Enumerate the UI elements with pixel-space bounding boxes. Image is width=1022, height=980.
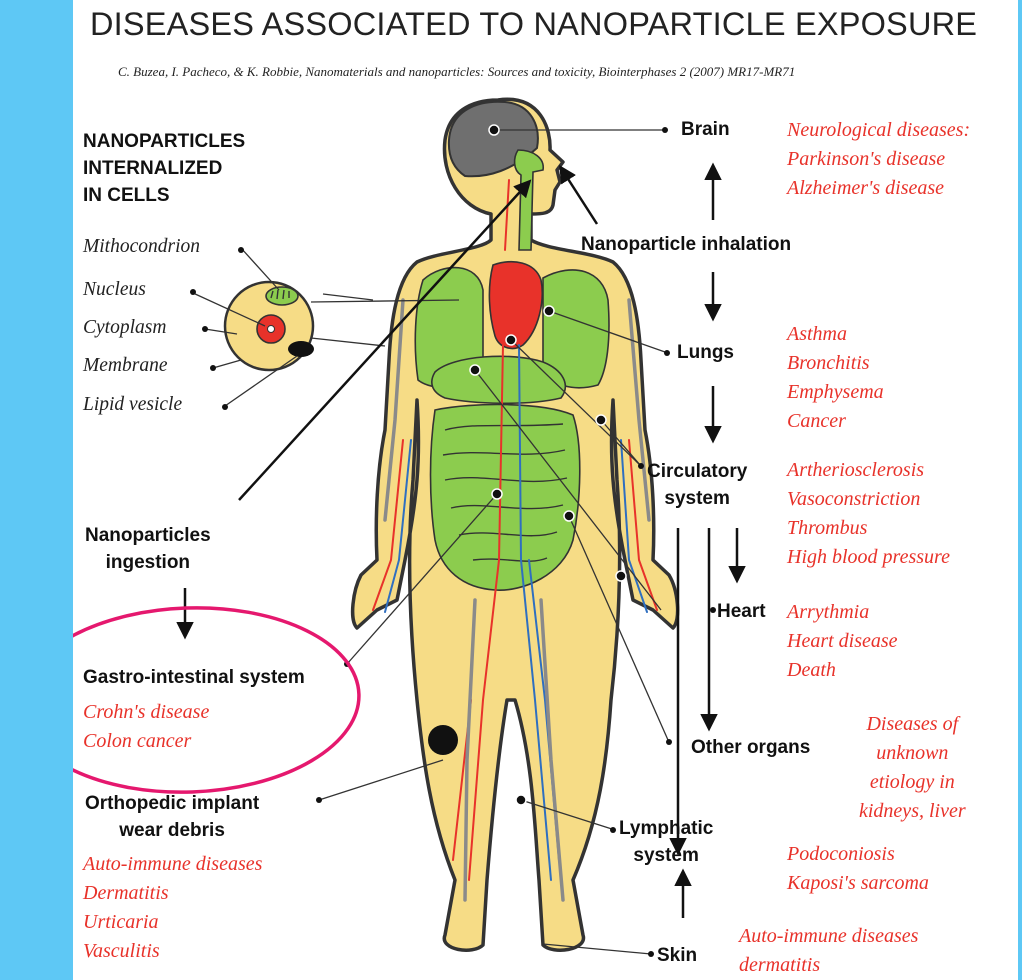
label-lymphatic: Lymphatic system <box>619 815 713 869</box>
label-ingestion: Nanoparticles ingestion <box>85 522 211 576</box>
diseases-orthopedic: Auto-immune diseases Dermatitis Urticari… <box>83 850 262 966</box>
diagram-canvas: DISEASES ASSOCIATED TO NANOPARTICLE EXPO… <box>73 0 1018 980</box>
knee-implant <box>428 725 458 755</box>
cell-part-cytoplasm: Cytoplasm <box>83 317 166 339</box>
label-other-organs: Other organs <box>691 734 810 761</box>
label-gastro-intestinal: Gastro-intestinal system <box>83 664 357 691</box>
diseases-brain: Neurological diseases: Parkinson's disea… <box>787 116 970 203</box>
intestines <box>431 405 580 591</box>
label-brain: Brain <box>681 116 730 143</box>
label-circulatory: Circulatory system <box>647 458 747 512</box>
cell-part-membrane: Membrane <box>83 355 167 377</box>
diseases-lymphatic: Podoconiosis Kaposi's sarcoma <box>787 840 929 898</box>
diseases-other-organs: Diseases of unknown etiology in kidneys,… <box>859 710 966 826</box>
cell-part-lipid-vesicle: Lipid vesicle <box>83 394 182 416</box>
label-inhalation: Nanoparticle inhalation <box>581 231 791 258</box>
cells-heading: NANOPARTICLES INTERNALIZED IN CELLS <box>83 128 245 209</box>
diseases-skin: Auto-immune diseases dermatitis <box>739 922 918 980</box>
cell-diagram <box>225 282 314 370</box>
label-orthopedic: Orthopedic implant wear debris <box>85 790 259 844</box>
cell-part-nucleus: Nucleus <box>83 279 146 301</box>
diseases-gastro-intestinal: Crohn's disease Colon cancer <box>83 698 209 756</box>
label-heart: Heart <box>717 598 766 625</box>
liver <box>432 356 565 403</box>
label-skin: Skin <box>657 942 697 969</box>
cell-part-mitochondrion: Mithocondrion <box>83 236 200 258</box>
diseases-lungs: Asthma Bronchitis Emphysema Cancer <box>787 320 884 436</box>
diseases-heart: Arrythmia Heart disease Death <box>787 598 898 685</box>
diseases-circulatory: Artheriosclerosis Vasoconstriction Throm… <box>787 456 950 572</box>
label-lungs: Lungs <box>677 339 734 366</box>
